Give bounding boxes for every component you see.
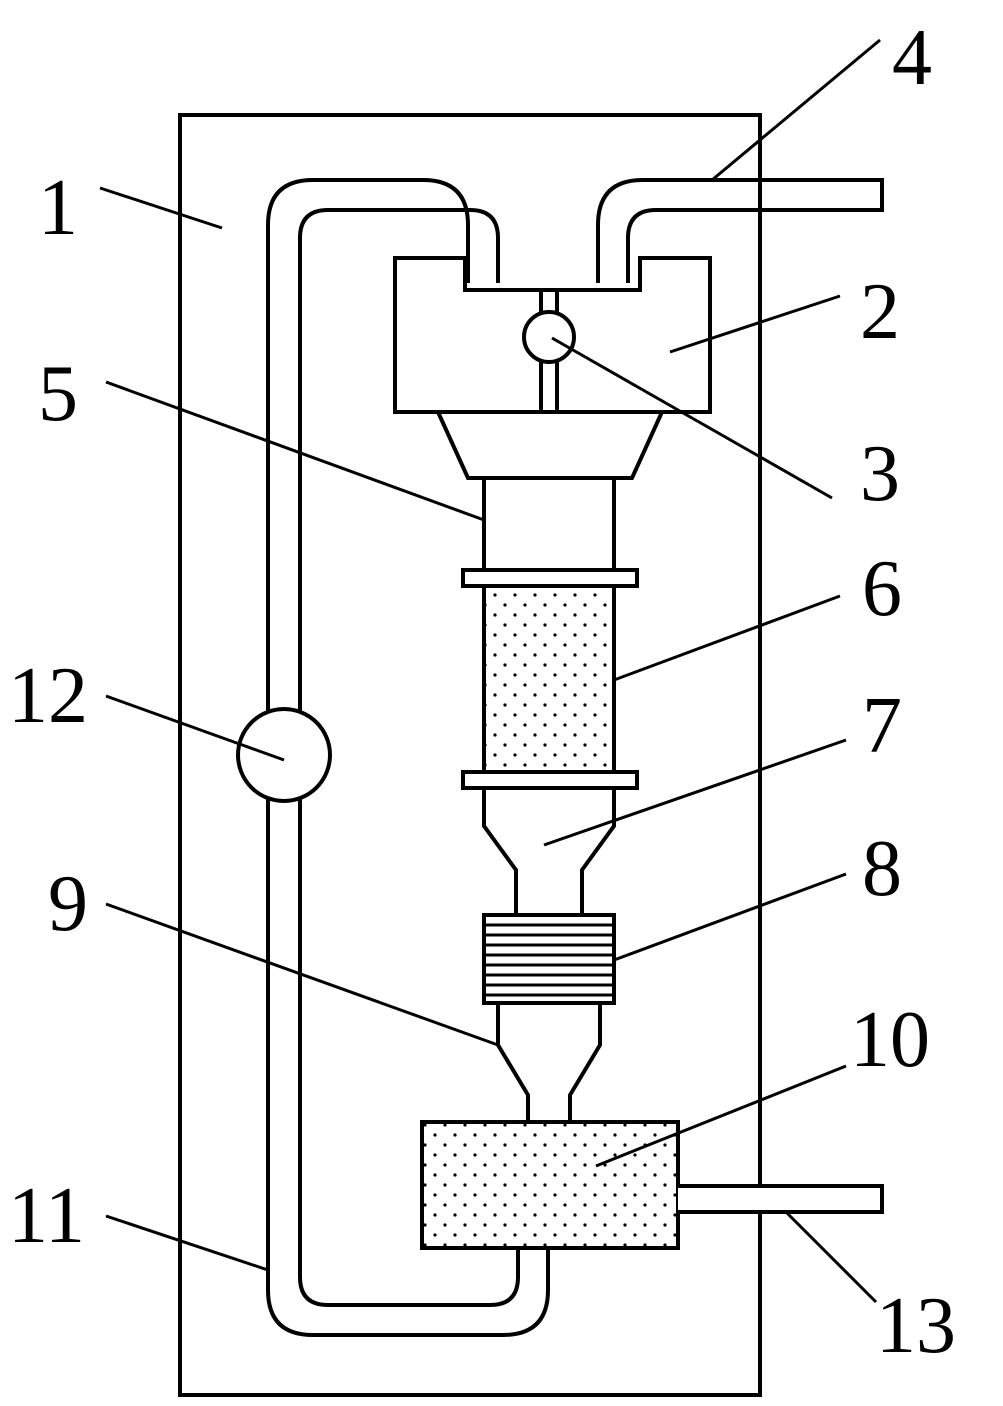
pump-icon <box>236 707 332 803</box>
reducer <box>482 788 616 915</box>
lower-reducer <box>496 1003 602 1122</box>
frame-body <box>178 113 762 1397</box>
label-10: 10 <box>850 996 930 1084</box>
tank-media <box>424 1124 676 1246</box>
label-11: 11 <box>8 1172 85 1260</box>
leader-lines <box>99 38 881 1304</box>
label-6: 6 <box>862 545 902 633</box>
label-7: 7 <box>862 682 902 770</box>
threaded-connector <box>482 913 616 1005</box>
label-9: 9 <box>48 860 88 948</box>
outlet-pipe <box>678 1184 884 1214</box>
filter-media <box>486 588 612 770</box>
label-5: 5 <box>38 350 78 438</box>
label-2: 2 <box>860 268 900 356</box>
label-8: 8 <box>862 825 902 913</box>
label-12: 12 <box>8 652 88 740</box>
inlet-pipe-outer <box>596 178 882 283</box>
lower-flange <box>461 770 639 790</box>
label-13: 13 <box>876 1282 956 1370</box>
inlet-pipe-inner <box>626 208 882 283</box>
label-4: 4 <box>892 14 932 102</box>
label-3: 3 <box>860 430 900 518</box>
thread-lines <box>484 923 614 997</box>
upper-tube <box>482 476 616 572</box>
funnel <box>434 410 666 480</box>
label-1: 1 <box>38 164 78 252</box>
upper-flange <box>461 568 639 588</box>
valve-icon <box>522 310 576 364</box>
